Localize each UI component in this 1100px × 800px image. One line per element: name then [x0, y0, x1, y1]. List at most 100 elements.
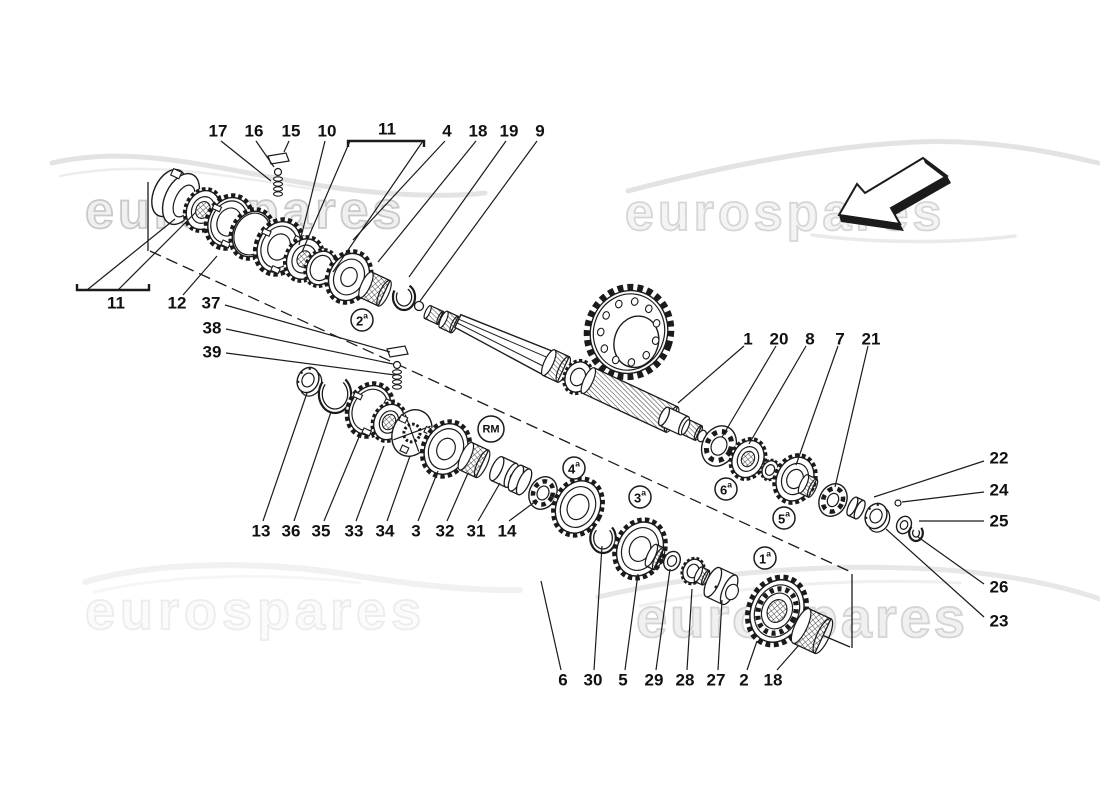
leader-line-18	[377, 140, 477, 263]
swoosh-bottom-left	[82, 562, 523, 594]
helical-spline-section	[580, 367, 680, 433]
shaft-tip-spline	[680, 418, 704, 442]
leader-line-37	[224, 304, 391, 353]
castle-nut-13	[296, 366, 323, 397]
callout-11: 11	[378, 120, 396, 139]
leader-line-12	[182, 255, 218, 296]
callout-10: 10	[318, 122, 337, 141]
leader-line-10	[298, 140, 326, 246]
gear-6	[551, 476, 605, 538]
callout-5: 5	[618, 671, 627, 690]
leader-line-8	[748, 345, 807, 445]
leader-line-21	[834, 345, 869, 488]
gear-position-6a: 6a	[714, 477, 738, 501]
gear-5	[612, 517, 668, 581]
leader-line-11	[301, 140, 351, 253]
washer-29	[662, 550, 682, 572]
watermark-text: eurospares	[85, 581, 426, 641]
swoosh-top-right	[625, 138, 1100, 194]
callout-1: 1	[743, 330, 752, 349]
leader-line-30	[593, 545, 603, 671]
callout-21: 21	[862, 330, 881, 349]
leader-line-17	[220, 140, 272, 182]
gear-position-3a: 3a	[628, 485, 652, 509]
callout-20: 20	[770, 330, 789, 349]
boundary-dashed-line	[149, 250, 852, 573]
callout-7: 7	[835, 330, 844, 349]
shaft-tip-spline	[438, 310, 460, 334]
bracket-11	[75, 284, 151, 292]
callout-28: 28	[676, 671, 695, 690]
gear-position-2a: 2a	[350, 308, 374, 332]
callout-4: 4	[442, 122, 452, 141]
callout-25: 25	[990, 512, 1009, 531]
callout-12: 12	[168, 294, 187, 313]
callout-30: 30	[584, 671, 603, 690]
leader-line-14	[508, 500, 537, 522]
assembly-boundary-lines	[147, 182, 853, 648]
leader-line-5	[624, 573, 639, 671]
callout-26: 26	[990, 578, 1009, 597]
ring-26	[908, 526, 924, 543]
callout-16: 16	[245, 122, 264, 141]
gear-position-RM: RM	[477, 415, 505, 443]
shaft-tip-spline	[423, 304, 445, 326]
needle-cage-32	[457, 441, 491, 479]
callout-15: 15	[282, 122, 301, 141]
castle-nut-23	[864, 502, 891, 533]
needle-bearing-18	[358, 271, 392, 307]
callout-36: 36	[282, 522, 301, 541]
callout-18: 18	[469, 122, 488, 141]
callout-29: 29	[645, 671, 664, 690]
detent-key-ball-spring-lower	[386, 345, 409, 390]
leader-line-38	[225, 328, 394, 365]
machinery-drawing	[151, 152, 924, 655]
spline-hub	[540, 349, 572, 383]
callout-11: 11	[107, 294, 125, 313]
callout-34: 34	[376, 522, 395, 541]
direction-arrow-shadow-body	[891, 176, 951, 215]
shaft-smooth-section	[657, 406, 691, 436]
synchro-spider-34	[391, 409, 434, 457]
direction-arrow-shadow-tail	[923, 158, 950, 182]
leader-line-6	[540, 580, 562, 671]
callout-22: 22	[990, 449, 1009, 468]
callout-14: 14	[498, 522, 517, 541]
leader-line-7	[795, 345, 839, 466]
gear-position-1a: 1a	[753, 546, 777, 570]
callout-32: 32	[436, 522, 455, 541]
gear-5-hub	[644, 543, 666, 571]
callout-35: 35	[312, 522, 331, 541]
leader-line-19	[408, 140, 507, 278]
leader-line-20	[721, 345, 777, 438]
leader-line-33	[355, 445, 385, 522]
svg-text:5a: 5a	[778, 509, 790, 527]
spacer-washer	[846, 496, 866, 520]
callout-37: 37	[202, 294, 221, 313]
callout-6: 6	[558, 671, 567, 690]
callout-24: 24	[990, 481, 1009, 500]
svg-text:1a: 1a	[759, 549, 771, 567]
leader-line-32	[446, 472, 469, 522]
callout-39: 39	[203, 343, 222, 362]
washer-25	[895, 515, 913, 535]
bearing-21	[818, 483, 848, 517]
circlip-19	[391, 284, 417, 312]
leader-line-11	[86, 218, 176, 291]
leader-line-29	[655, 568, 671, 671]
bracket-11	[346, 139, 426, 147]
swoosh-top-right-under	[810, 233, 1017, 244]
leader-line-11	[332, 140, 424, 273]
snap-ring-36	[317, 378, 353, 415]
direction-arrow	[837, 156, 951, 231]
svg-text:RM: RM	[482, 424, 499, 436]
callout-2: 2	[739, 671, 748, 690]
swoosh-top-left-echo	[58, 167, 322, 192]
leader-line-18	[776, 644, 800, 671]
leader-line-24	[901, 491, 985, 503]
callout-18: 18	[764, 671, 783, 690]
gear-8	[728, 437, 768, 481]
leader-line-13	[262, 392, 308, 522]
callout-23: 23	[990, 612, 1009, 631]
